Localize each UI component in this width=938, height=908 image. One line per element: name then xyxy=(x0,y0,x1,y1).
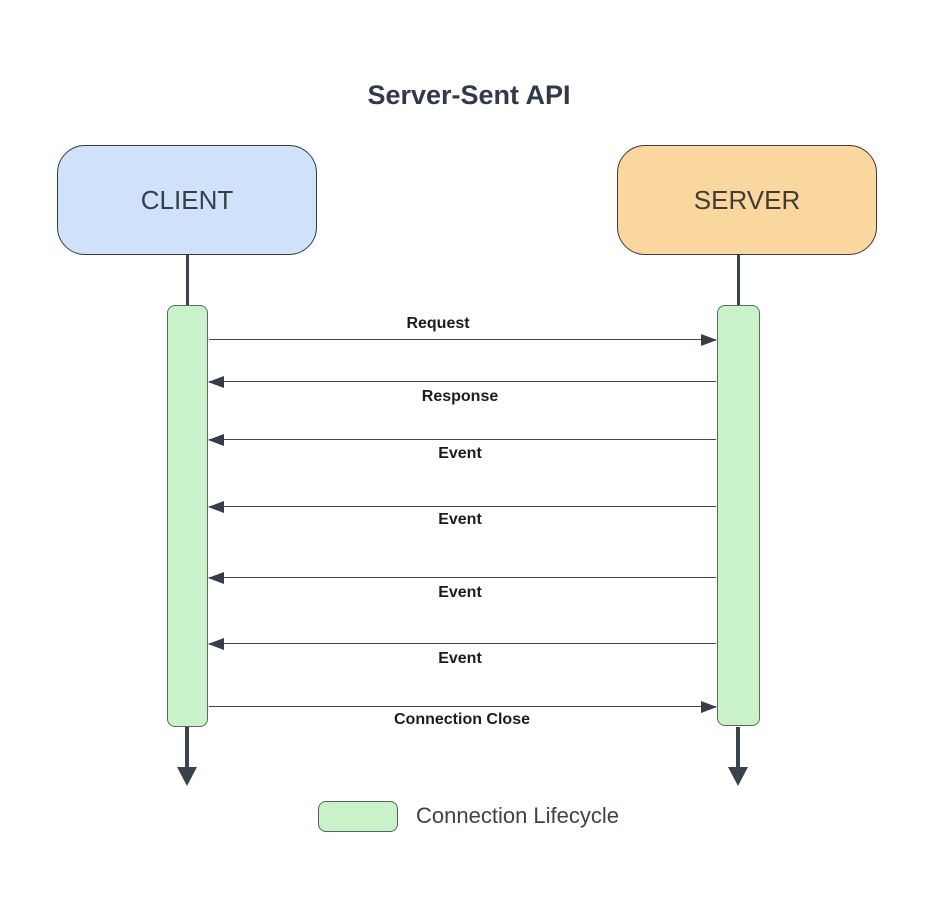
server-lifeline-arrow-icon xyxy=(728,767,748,786)
arrowhead-right-icon xyxy=(701,334,717,346)
actor-server-label: SERVER xyxy=(693,184,801,215)
arrowhead-left-icon xyxy=(208,434,224,446)
message-line xyxy=(209,439,716,440)
diagram-title: Server-Sent API xyxy=(367,80,571,110)
message-line xyxy=(209,643,716,644)
message-label: Event xyxy=(438,584,482,601)
arrowhead-right-icon xyxy=(701,701,717,713)
message-line xyxy=(209,506,716,507)
message-label: Connection Close xyxy=(393,711,531,728)
message-label: Event xyxy=(438,445,482,462)
server-activation-bar xyxy=(717,305,760,726)
server-lifeline-bottom xyxy=(736,727,740,771)
message-label: Request xyxy=(406,315,470,332)
legend-label: Connection Lifecycle xyxy=(416,803,620,828)
message-line xyxy=(209,339,716,340)
arrowhead-left-icon xyxy=(208,501,224,513)
message-line xyxy=(209,577,716,578)
message-label: Response xyxy=(421,388,499,405)
message-line xyxy=(209,706,716,707)
client-lifeline-bottom xyxy=(185,727,189,771)
actor-server-box: SERVER xyxy=(617,145,877,255)
client-activation-bar xyxy=(167,305,208,727)
arrowhead-left-icon xyxy=(208,572,224,584)
message-label: Event xyxy=(438,650,482,667)
client-lifeline-top xyxy=(186,255,189,305)
server-lifeline-top xyxy=(737,255,740,305)
arrowhead-left-icon xyxy=(208,638,224,650)
arrowhead-left-icon xyxy=(208,376,224,388)
client-lifeline-arrow-icon xyxy=(177,767,197,786)
legend-swatch xyxy=(318,801,398,832)
actor-client-box: CLIENT xyxy=(57,145,317,255)
message-line xyxy=(209,381,716,382)
actor-client-label: CLIENT xyxy=(140,184,234,215)
message-label: Event xyxy=(438,511,482,528)
